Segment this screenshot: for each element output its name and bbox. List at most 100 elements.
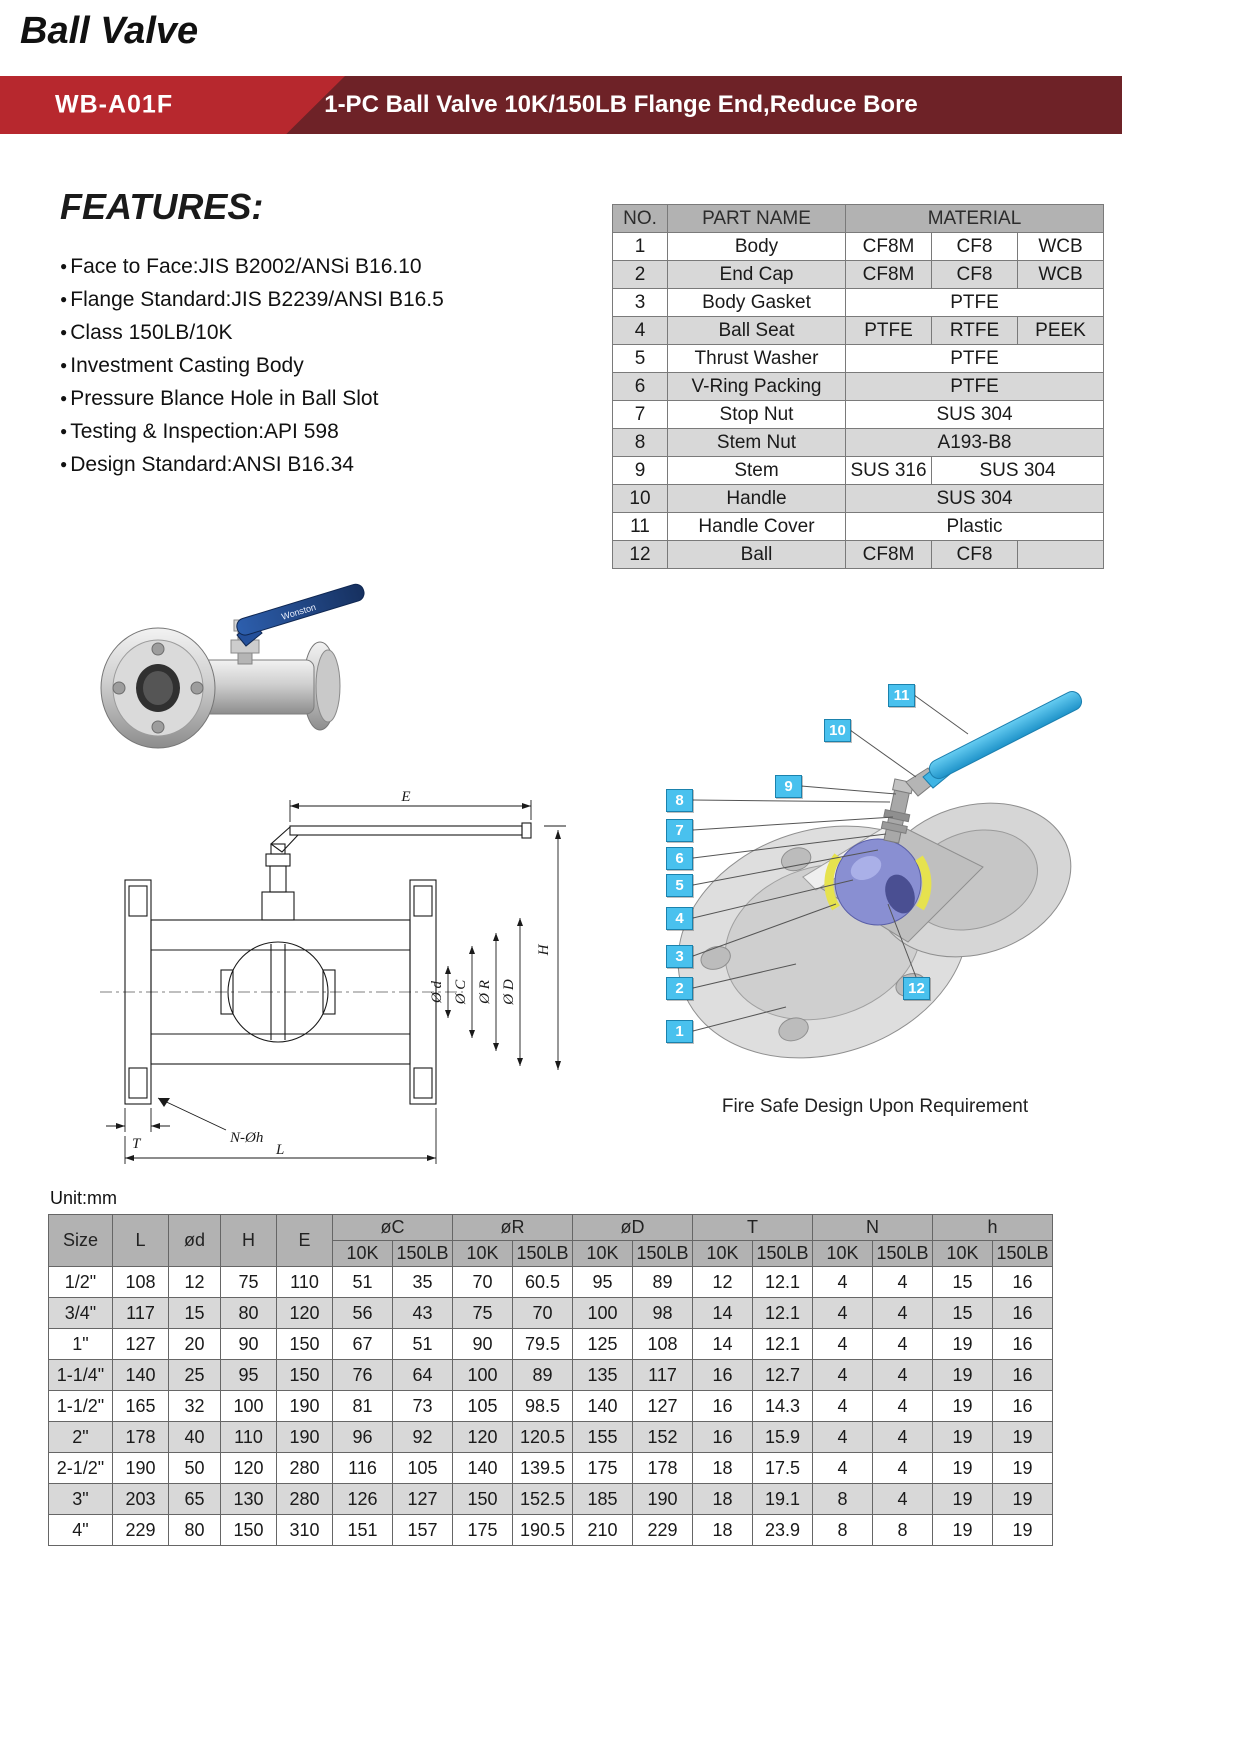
part-material: PTFE <box>845 288 1104 317</box>
dim-value: 96 <box>332 1421 393 1453</box>
feature-item: Face to Face:JIS B2002/ANSi B16.10 <box>60 250 444 283</box>
dim-value: 4 <box>812 1421 873 1453</box>
part-material: PTFE <box>845 344 1104 373</box>
dim-value: 203 <box>112 1483 169 1515</box>
dim-label-E: E <box>400 789 410 805</box>
dim-value: 18 <box>692 1452 753 1484</box>
part-no: 4 <box>612 316 668 345</box>
dim-label-d: Ø d <box>429 980 445 1004</box>
stem-assembly <box>880 778 915 844</box>
dim-value: 70 <box>452 1266 513 1298</box>
dim-group-header: øD <box>572 1214 693 1241</box>
dim-value: 95 <box>572 1266 633 1298</box>
part-no: 5 <box>612 344 668 373</box>
dim-value: 32 <box>168 1390 221 1422</box>
dim-value: 81 <box>332 1390 393 1422</box>
product-photo: Wonston <box>100 583 365 749</box>
part-material: PTFE <box>845 316 932 345</box>
features-list: Face to Face:JIS B2002/ANSi B16.10Flange… <box>60 250 444 481</box>
dim-value: 175 <box>452 1514 513 1546</box>
dim-value: 20 <box>168 1328 221 1360</box>
part-no: 11 <box>612 512 668 541</box>
dim-value: 12.7 <box>752 1359 813 1391</box>
dim-sub-header: 10K <box>932 1240 993 1267</box>
dim-value: 15 <box>168 1297 221 1329</box>
dim-size: 1-1/4" <box>48 1359 113 1391</box>
part-material: CF8 <box>931 260 1018 289</box>
dim-size: 2" <box>48 1421 113 1453</box>
part-name: End Cap <box>667 260 846 289</box>
dim-value: 140 <box>112 1359 169 1391</box>
dim-value: 50 <box>168 1452 221 1484</box>
dim-value: 116 <box>332 1452 393 1484</box>
callout-12: 12 <box>903 977 930 1000</box>
dim-value: 14 <box>692 1328 753 1360</box>
dim-value: 175 <box>572 1452 633 1484</box>
features-heading: FEATURES: <box>60 186 264 227</box>
dim-value: 12.1 <box>752 1297 813 1329</box>
dim-value: 100 <box>452 1359 513 1391</box>
dim-value: 12.1 <box>752 1266 813 1298</box>
dim-value: 130 <box>220 1483 277 1515</box>
dim-label-H: H <box>536 943 552 956</box>
dim-value: 4 <box>872 1328 933 1360</box>
dim-value: 64 <box>392 1359 453 1391</box>
dim-size: 1-1/2" <box>48 1390 113 1422</box>
dim-value: 56 <box>332 1297 393 1329</box>
dim-group-header: h <box>932 1214 1053 1241</box>
part-material: SUS 304 <box>845 400 1104 429</box>
dim-sub-header: 10K <box>572 1240 633 1267</box>
dim-value: 178 <box>112 1421 169 1453</box>
dim-value: 125 <box>572 1328 633 1360</box>
dim-sub-header: 150LB <box>632 1240 693 1267</box>
dim-value: 4 <box>812 1328 873 1360</box>
callout-7: 7 <box>666 819 693 842</box>
part-name: V-Ring Packing <box>667 372 846 401</box>
dim-value: 16 <box>692 1359 753 1391</box>
dim-value: 70 <box>512 1297 573 1329</box>
dim-label-T: T <box>132 1136 142 1152</box>
dim-value: 151 <box>332 1514 393 1546</box>
dim-value: 4 <box>812 1297 873 1329</box>
dim-value: 79.5 <box>512 1328 573 1360</box>
dim-header: L <box>112 1214 169 1267</box>
dim-value: 178 <box>632 1452 693 1484</box>
part-name: Handle <box>667 484 846 513</box>
part-material: CF8M <box>845 260 932 289</box>
feature-item: Investment Casting Body <box>60 349 444 382</box>
dim-header: H <box>220 1214 277 1267</box>
header-banner: WB-A01F 1-PC Ball Valve 10K/150LB Flange… <box>0 76 1122 134</box>
feature-item: Flange Standard:JIS B2239/ANSI B16.5 <box>60 283 444 316</box>
dim-value: 16 <box>992 1328 1053 1360</box>
part-name: Body <box>667 232 846 261</box>
dim-value: 75 <box>220 1266 277 1298</box>
dim-value: 4 <box>872 1359 933 1391</box>
dim-value: 75 <box>452 1297 513 1329</box>
part-material: WCB <box>1017 260 1104 289</box>
part-no: 9 <box>612 456 668 485</box>
dim-value: 150 <box>452 1483 513 1515</box>
part-material: WCB <box>1017 232 1104 261</box>
dim-value: 4 <box>872 1483 933 1515</box>
dim-value: 4 <box>812 1359 873 1391</box>
dim-value: 127 <box>392 1483 453 1515</box>
part-material: A193-B8 <box>845 428 1104 457</box>
dimension-arrowheads <box>116 803 561 1161</box>
dim-value: 90 <box>452 1328 513 1360</box>
parts-header-material: MATERIAL <box>845 204 1104 233</box>
dim-value: 155 <box>572 1421 633 1453</box>
dim-value: 18 <box>692 1483 753 1515</box>
banner-red-strip <box>0 76 345 134</box>
dim-size: 3/4" <box>48 1297 113 1329</box>
dim-label-D: Ø D <box>501 979 517 1006</box>
dim-value: 210 <box>572 1514 633 1546</box>
dim-size: 3" <box>48 1483 113 1515</box>
callout-5: 5 <box>666 874 693 897</box>
part-material <box>1017 540 1104 569</box>
